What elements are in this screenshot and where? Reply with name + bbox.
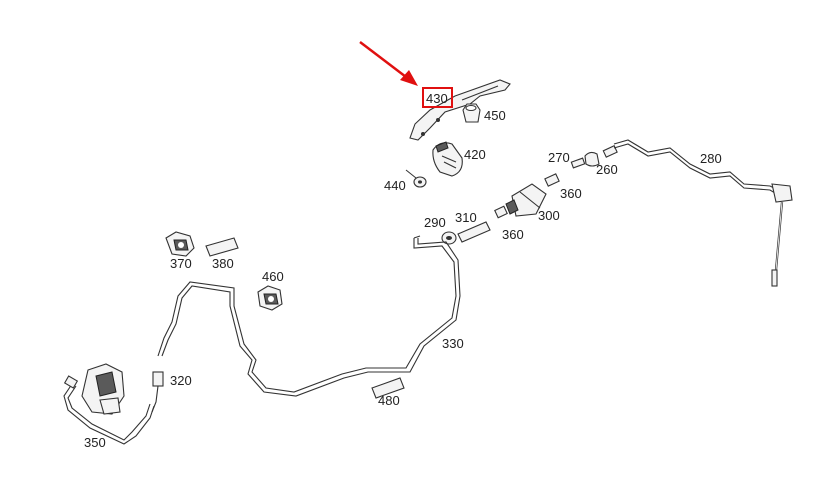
label-320: 320 xyxy=(170,373,192,388)
label-290: 290 xyxy=(424,215,446,230)
part-450-nut[interactable] xyxy=(462,103,481,123)
part-430-bracket[interactable] xyxy=(409,79,511,141)
part-480-sleeve[interactable] xyxy=(371,377,405,399)
label-350: 350 xyxy=(84,435,106,450)
part-420-clamp[interactable] xyxy=(432,141,463,177)
label-430: 430 xyxy=(426,91,448,106)
part-370-clip[interactable] xyxy=(165,231,195,257)
label-380: 380 xyxy=(212,256,234,271)
part-260-fitting[interactable] xyxy=(602,145,618,158)
highlight-arrow xyxy=(359,41,418,86)
part-350-pump-assembly[interactable] xyxy=(63,363,155,445)
part-330-pipe[interactable] xyxy=(157,235,461,397)
part-300-filter[interactable] xyxy=(505,183,547,217)
label-310: 310 xyxy=(455,210,477,225)
label-300: 300 xyxy=(538,208,560,223)
part-460-clip[interactable] xyxy=(257,285,283,311)
label-360-lower: 360 xyxy=(502,227,524,242)
label-370: 370 xyxy=(170,256,192,271)
label-440: 440 xyxy=(384,178,406,193)
part-380-sleeve[interactable] xyxy=(205,237,239,257)
part-270-fitting[interactable] xyxy=(570,151,600,169)
part-360-sleeve-upper[interactable] xyxy=(544,173,560,187)
highlight-box-430 xyxy=(422,87,453,108)
part-360-sleeve-lower[interactable] xyxy=(494,205,508,219)
part-310-hose[interactable] xyxy=(457,221,491,243)
label-360-upper: 360 xyxy=(560,186,582,201)
part-440-washer[interactable] xyxy=(405,169,427,188)
label-330: 330 xyxy=(442,336,464,351)
label-270: 270 xyxy=(548,150,570,165)
part-280-pipe[interactable] xyxy=(613,139,793,287)
label-420: 420 xyxy=(464,147,486,162)
label-260: 260 xyxy=(596,162,618,177)
label-280: 280 xyxy=(700,151,722,166)
label-460: 460 xyxy=(262,269,284,284)
label-480: 480 xyxy=(378,393,400,408)
label-450: 450 xyxy=(484,108,506,123)
part-290-clamp[interactable] xyxy=(441,231,457,245)
